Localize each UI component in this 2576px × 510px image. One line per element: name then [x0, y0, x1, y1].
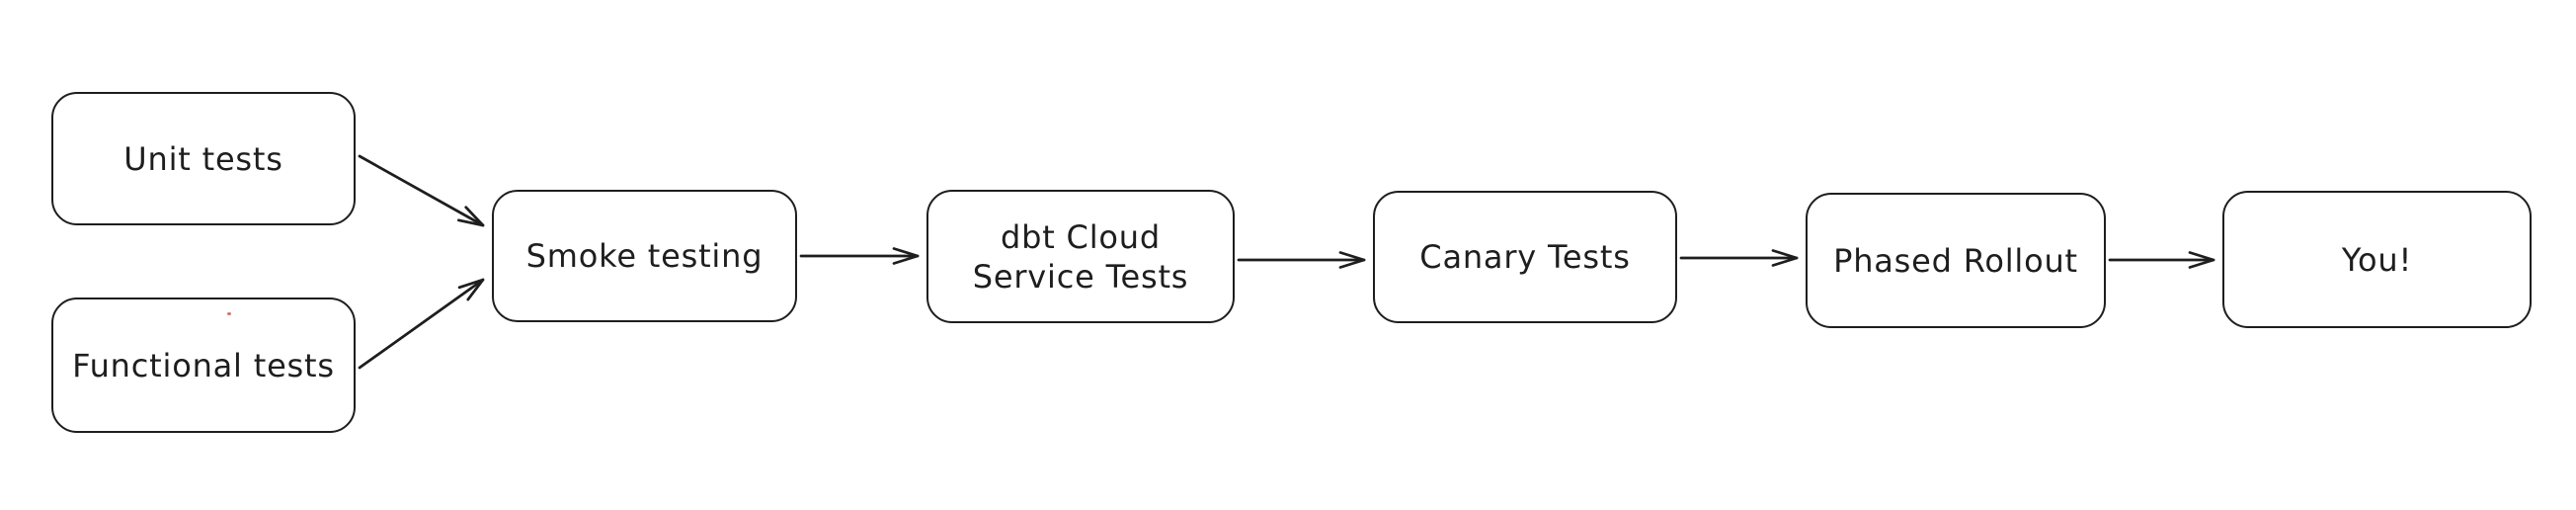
- node-smoke-testing-label: Smoke testing: [525, 237, 764, 275]
- node-phased-rollout[interactable]: Phased Rollout: [1806, 193, 2106, 328]
- node-functional-tests-label: Functional tests: [72, 346, 335, 384]
- node-unit-tests-label: Unit tests: [123, 139, 283, 178]
- node-functional-tests[interactable]: Functional tests: [51, 298, 356, 433]
- node-dbt-cloud-service-tests[interactable]: dbt Cloud Service Tests: [926, 190, 1235, 323]
- node-dbt-cloud-service-tests-label: dbt Cloud Service Tests: [972, 217, 1189, 296]
- node-canary-tests-label: Canary Tests: [1419, 238, 1631, 276]
- node-smoke-testing[interactable]: Smoke testing: [492, 190, 797, 322]
- node-canary-tests[interactable]: Canary Tests: [1373, 191, 1677, 323]
- red-speck-artifact: [227, 312, 231, 315]
- node-you-label: You!: [2341, 240, 2413, 279]
- node-unit-tests[interactable]: Unit tests: [51, 92, 356, 225]
- node-you[interactable]: You!: [2222, 191, 2532, 328]
- node-phased-rollout-label: Phased Rollout: [1833, 241, 2078, 280]
- edge-functional-to-smoke: [358, 278, 485, 370]
- edge-unit-to-smoke: [358, 154, 485, 227]
